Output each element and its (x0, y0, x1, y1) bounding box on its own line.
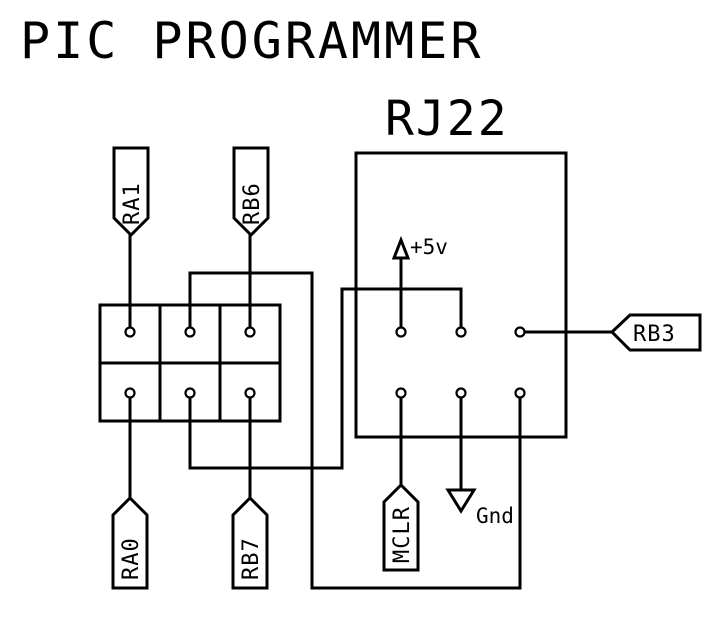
mclr-label: MCLR (390, 506, 415, 563)
gnd-label: Gnd (476, 504, 514, 528)
rj-pin-6 (514, 387, 526, 399)
header-pin-6 (244, 387, 256, 399)
ra1-label: RA1 (120, 182, 145, 225)
rj-pin-2 (455, 326, 467, 338)
rj-pin-3 (514, 326, 526, 338)
rb6-flag: RB6 (232, 146, 270, 238)
header-pin-1 (124, 326, 136, 338)
rb3-label: RB3 (633, 322, 676, 347)
rb3-flag: RB3 (609, 313, 702, 352)
vcc-symbol: +5v (391, 235, 448, 260)
wires (128, 233, 614, 590)
header-pin-5 (184, 387, 196, 399)
connector-name: RJ22 (385, 91, 509, 147)
diagram-title: PIC PROGRAMMER (20, 12, 483, 70)
mclr-flag: MCLR (382, 482, 420, 572)
ground-symbol: Gnd (445, 488, 514, 528)
ra1-flag: RA1 (112, 146, 150, 238)
rb7-flag: RB7 (231, 495, 269, 590)
pins (124, 326, 526, 399)
rj-pin-4 (395, 387, 407, 399)
header-pin-4 (124, 387, 136, 399)
rb6-label: RB6 (240, 182, 265, 225)
header-pin-2 (184, 326, 196, 338)
header-pin-3 (244, 326, 256, 338)
rj-pin-5 (455, 387, 467, 399)
vcc-label: +5v (410, 235, 448, 259)
rj-pin-1 (395, 326, 407, 338)
ra0-flag: RA0 (111, 495, 149, 590)
rb7-label: RB7 (239, 537, 264, 580)
ra0-label: RA0 (119, 537, 144, 580)
